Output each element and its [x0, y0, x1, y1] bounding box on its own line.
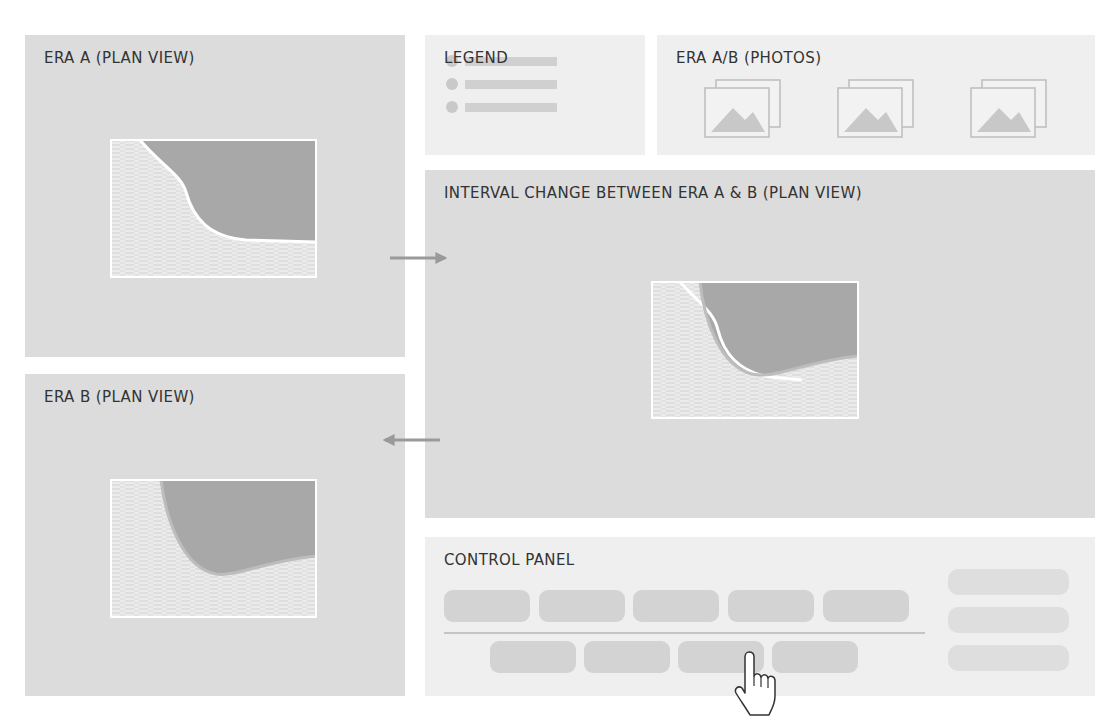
land	[111, 140, 316, 277]
panel-heading: INTERVAL CHANGE BETWEEN ERA A & B (PLAN …	[444, 184, 1076, 202]
map-frame	[111, 140, 316, 277]
side-button	[948, 569, 1069, 595]
photo-icon	[971, 80, 1046, 137]
legend-dot	[446, 78, 458, 90]
button	[633, 590, 719, 622]
map-interval	[652, 282, 858, 418]
panel-heading: CONTROL PANEL	[444, 551, 1076, 569]
map-era-a	[111, 140, 316, 277]
panel-heading: ERA B (PLAN VIEW)	[44, 388, 386, 406]
legend-bar	[465, 103, 557, 112]
panel: LEGEND	[425, 35, 645, 155]
legend-bar	[465, 57, 557, 66]
button	[823, 590, 909, 622]
map-frame	[111, 480, 316, 617]
side-button	[948, 607, 1069, 633]
flow-arrow	[385, 439, 440, 442]
land	[111, 480, 316, 617]
button	[539, 590, 625, 622]
flow-arrow	[390, 257, 445, 260]
panel-heading: ERA A (PLAN VIEW)	[44, 49, 386, 67]
water	[161, 480, 316, 574]
panel-heading: LEGEND	[444, 49, 626, 67]
map-frame	[652, 282, 858, 418]
outer-frame	[9, 9, 1107, 718]
legend-bar	[465, 80, 557, 89]
coastline-era-b	[700, 282, 858, 375]
water	[140, 140, 316, 242]
photo-icon	[838, 80, 913, 137]
photo-icon	[705, 80, 780, 137]
coastline	[140, 140, 316, 242]
land	[652, 282, 858, 418]
legend-dot	[446, 55, 458, 67]
water-era-b	[700, 282, 858, 375]
legend-dot	[446, 101, 458, 113]
legend-items	[446, 55, 557, 113]
button	[772, 641, 858, 673]
button	[728, 590, 814, 622]
divider	[444, 632, 925, 633]
side-button	[948, 645, 1069, 671]
button	[490, 641, 576, 673]
hand-cursor	[735, 652, 775, 715]
map-era-b	[111, 480, 316, 617]
coastline-era-a	[680, 282, 802, 380]
button	[584, 641, 670, 673]
control-buttons	[444, 569, 1069, 673]
coastline	[161, 480, 316, 574]
panel-heading: ERA A/B (PHOTOS)	[676, 49, 1076, 67]
button	[444, 590, 530, 622]
